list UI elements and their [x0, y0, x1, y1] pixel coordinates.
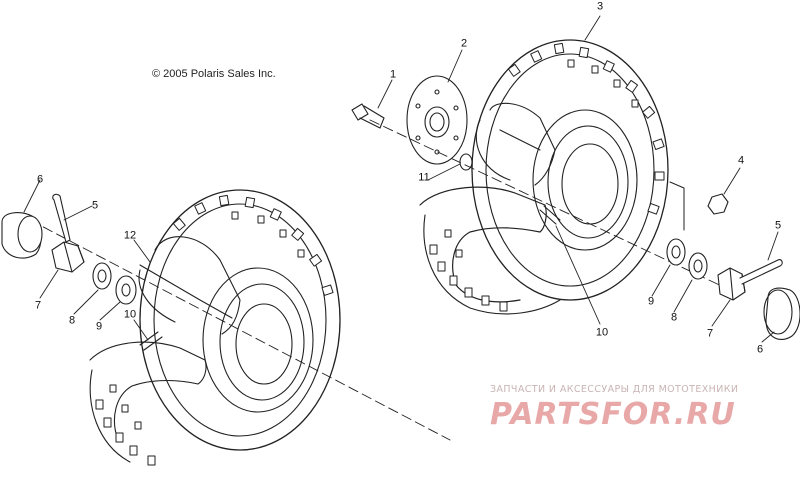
- right-hub-disc: [406, 75, 468, 165]
- callout-10-right: 10: [595, 326, 609, 339]
- left-tire-tread: [172, 194, 334, 296]
- callout-3: 3: [596, 0, 604, 13]
- left-tire: [139, 189, 341, 451]
- callout-7-left: 7: [34, 299, 42, 312]
- left-cotter-pin: [52, 193, 71, 243]
- right-cotter-pin: [739, 259, 783, 285]
- callout-8-left: 8: [68, 314, 76, 327]
- left-wheel-assembly: [1, 179, 451, 466]
- right-washers: [666, 238, 708, 280]
- callout-5-right: 5: [774, 219, 782, 232]
- callout-10-left: 10: [123, 308, 137, 321]
- callout-2: 2: [460, 37, 468, 50]
- right-small-washer: [459, 153, 473, 171]
- callout-6-left: 6: [36, 173, 44, 186]
- right-tire-tread: [507, 42, 665, 215]
- left-axle-line: [29, 219, 451, 441]
- left-tire-cutaway: [89, 236, 241, 466]
- left-castle-nut: [51, 241, 85, 273]
- callout-8-right: 8: [670, 311, 678, 324]
- callout-7-right: 7: [706, 327, 714, 340]
- left-hub-cap: [1, 212, 43, 259]
- right-stud: [539, 205, 561, 225]
- callout-1: 1: [389, 68, 397, 81]
- right-wheel-assembly: [351, 15, 800, 343]
- callout-6-right: 6: [756, 343, 764, 356]
- watermark-tagline: ЗАПЧАСТИ И АКСЕССУАРЫ ДЛЯ МОТОТЕХНИКИ: [490, 384, 739, 395]
- right-castle-nut: [717, 267, 746, 301]
- left-washers: [92, 262, 137, 305]
- right-tire-cutaway: [419, 102, 561, 315]
- callout-12: 12: [123, 229, 137, 242]
- copyright-notice: © 2005 Polaris Sales Inc.: [152, 68, 276, 80]
- left-leader-lines: [23, 179, 151, 341]
- callout-5-left: 5: [91, 199, 99, 212]
- right-hub-cap: [763, 287, 800, 340]
- watermark-brand: PARTSFOR.RU: [490, 397, 736, 432]
- callout-9-right: 9: [647, 295, 655, 308]
- left-stud: [139, 331, 163, 351]
- callout-9-left: 9: [95, 320, 103, 333]
- right-bolt: [351, 103, 385, 129]
- callout-11: 11: [418, 171, 430, 184]
- right-tire: [471, 39, 669, 301]
- right-small-nut: [707, 193, 729, 215]
- right-leader-lines: [377, 15, 779, 343]
- callout-4: 4: [737, 154, 745, 167]
